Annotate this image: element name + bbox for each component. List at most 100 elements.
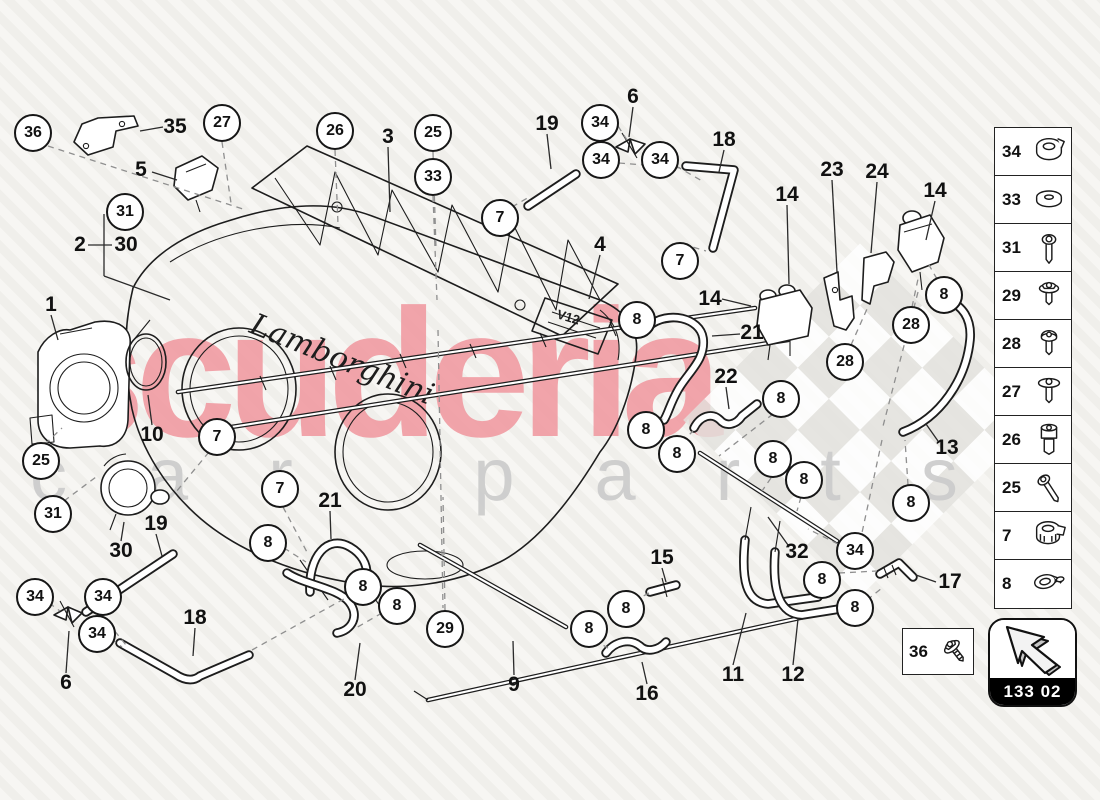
leader-lines	[50, 106, 939, 685]
legend-row-26[interactable]: 26	[995, 416, 1071, 464]
callout-circle-28[interactable]: 28	[826, 343, 864, 381]
socket-head-bolt-icon	[1028, 421, 1070, 459]
callout-label-16[interactable]: 16	[635, 682, 659, 705]
callout-circle-7[interactable]: 7	[261, 470, 299, 508]
callout-label-35[interactable]: 35	[163, 115, 187, 138]
callout-label-19[interactable]: 19	[535, 112, 559, 135]
callout-circle-7[interactable]: 7	[661, 242, 699, 280]
hardware-item-36[interactable]: 36	[902, 628, 974, 675]
callout-circle-34[interactable]: 34	[641, 141, 679, 179]
callout-label-14[interactable]: 14	[775, 183, 799, 206]
legend-row-8[interactable]: 8	[995, 560, 1071, 608]
callout-circle-7[interactable]: 7	[198, 418, 236, 456]
callout-circle-28[interactable]: 28	[892, 306, 930, 344]
callout-label-32[interactable]: 32	[785, 540, 809, 563]
callout-label-9[interactable]: 9	[508, 673, 520, 696]
callout-label-20[interactable]: 20	[343, 678, 367, 701]
callout-label-24[interactable]: 24	[865, 160, 889, 183]
spring-clamp-icon	[1028, 565, 1070, 603]
legend-part-number: 33	[1002, 189, 1021, 209]
callout-label-14[interactable]: 14	[923, 179, 947, 202]
callout-circle-34[interactable]: 34	[78, 615, 116, 653]
callout-circle-8[interactable]: 8	[618, 301, 656, 339]
legend-part-number: 29	[1002, 285, 1021, 305]
callout-circle-34[interactable]: 34	[581, 104, 619, 142]
callout-circle-8[interactable]: 8	[892, 484, 930, 522]
legend-part-number: 28	[1002, 333, 1021, 353]
page-code-badge[interactable]: 133 02	[988, 618, 1077, 707]
callout-circle-8[interactable]: 8	[570, 610, 608, 648]
callout-circle-8[interactable]: 8	[658, 435, 696, 473]
callout-label-10[interactable]: 10	[140, 423, 164, 446]
callout-label-30[interactable]: 30	[114, 233, 138, 256]
callout-circle-8[interactable]: 8	[378, 587, 416, 625]
callout-circle-8[interactable]: 8	[925, 276, 963, 314]
callout-circle-8[interactable]: 8	[836, 589, 874, 627]
callout-circle-26[interactable]: 26	[316, 112, 354, 150]
callout-label-15[interactable]: 15	[650, 546, 674, 569]
callout-label-2[interactable]: 2	[74, 233, 86, 256]
callout-circle-34[interactable]: 34	[16, 578, 54, 616]
callout-circle-8[interactable]: 8	[607, 590, 645, 628]
legend-part-number: 25	[1002, 477, 1021, 497]
callout-circle-34[interactable]: 34	[582, 141, 620, 179]
callout-label-1[interactable]: 1	[45, 293, 57, 316]
callout-label-3[interactable]: 3	[382, 125, 394, 148]
callout-label-18[interactable]: 18	[712, 128, 736, 151]
callout-circle-8[interactable]: 8	[627, 411, 665, 449]
legend-row-34[interactable]: 34	[995, 128, 1071, 176]
self-tapping-screw-icon	[935, 633, 977, 671]
long-screw-icon	[1028, 469, 1070, 507]
callout-circle-31[interactable]: 31	[106, 193, 144, 231]
legend-row-33[interactable]: 33	[995, 176, 1071, 224]
band-clamp-icon	[1028, 517, 1070, 555]
callout-circle-8[interactable]: 8	[803, 561, 841, 599]
legend-part-number: 26	[1002, 429, 1021, 449]
callout-circle-34[interactable]: 34	[84, 578, 122, 616]
callout-circle-8[interactable]: 8	[762, 380, 800, 418]
callout-circle-29[interactable]: 29	[426, 610, 464, 648]
callout-label-11[interactable]: 11	[721, 663, 745, 686]
callout-label-18[interactable]: 18	[183, 606, 207, 629]
callout-circle-8[interactable]: 8	[344, 568, 382, 606]
legend-part-number: 7	[1002, 525, 1012, 545]
callout-circle-31[interactable]: 31	[34, 495, 72, 533]
callout-label-13[interactable]: 13	[935, 436, 959, 459]
hose-clamp-icon	[1028, 133, 1070, 171]
legend-row-27[interactable]: 27	[995, 368, 1071, 416]
intake-cover-art	[251, 145, 619, 337]
legend-row-7[interactable]: 7	[995, 512, 1071, 560]
callout-label-12[interactable]: 12	[781, 663, 805, 686]
arrow-up-left-icon	[990, 620, 1075, 678]
legend-row-28[interactable]: 28	[995, 320, 1071, 368]
callout-label-22[interactable]: 22	[714, 365, 738, 388]
callout-label-21[interactable]: 21	[740, 321, 764, 344]
callout-circle-25[interactable]: 25	[22, 442, 60, 480]
callout-label-21[interactable]: 21	[318, 489, 342, 512]
callout-circle-33[interactable]: 33	[414, 158, 452, 196]
callout-label-17[interactable]: 17	[938, 570, 962, 593]
callout-circle-34[interactable]: 34	[836, 532, 874, 570]
callout-circle-25[interactable]: 25	[414, 114, 452, 152]
callout-circle-27[interactable]: 27	[203, 104, 241, 142]
callout-circle-8[interactable]: 8	[785, 461, 823, 499]
legend-row-25[interactable]: 25	[995, 464, 1071, 512]
callout-label-19[interactable]: 19	[144, 512, 168, 535]
legend-row-31[interactable]: 31	[995, 224, 1071, 272]
page-code-label: 133 02	[990, 678, 1075, 705]
parts-legend: 34 33 31 29 28 27 26 25 7 8	[994, 127, 1072, 609]
callout-label-4[interactable]: 4	[594, 233, 606, 256]
callout-circle-7[interactable]: 7	[481, 199, 519, 237]
callout-label-14[interactable]: 14	[698, 287, 722, 310]
callout-label-6[interactable]: 6	[60, 671, 72, 694]
callout-label-23[interactable]: 23	[820, 158, 844, 181]
callout-label-6[interactable]: 6	[627, 85, 639, 108]
callout-label-5[interactable]: 5	[135, 158, 147, 181]
legend-row-29[interactable]: 29	[995, 272, 1071, 320]
washer-icon	[1028, 181, 1070, 219]
callout-circle-8[interactable]: 8	[249, 524, 287, 562]
callout-label-30[interactable]: 30	[109, 539, 133, 562]
callout-circle-36[interactable]: 36	[14, 114, 52, 152]
legend-part-number: 27	[1002, 381, 1021, 401]
